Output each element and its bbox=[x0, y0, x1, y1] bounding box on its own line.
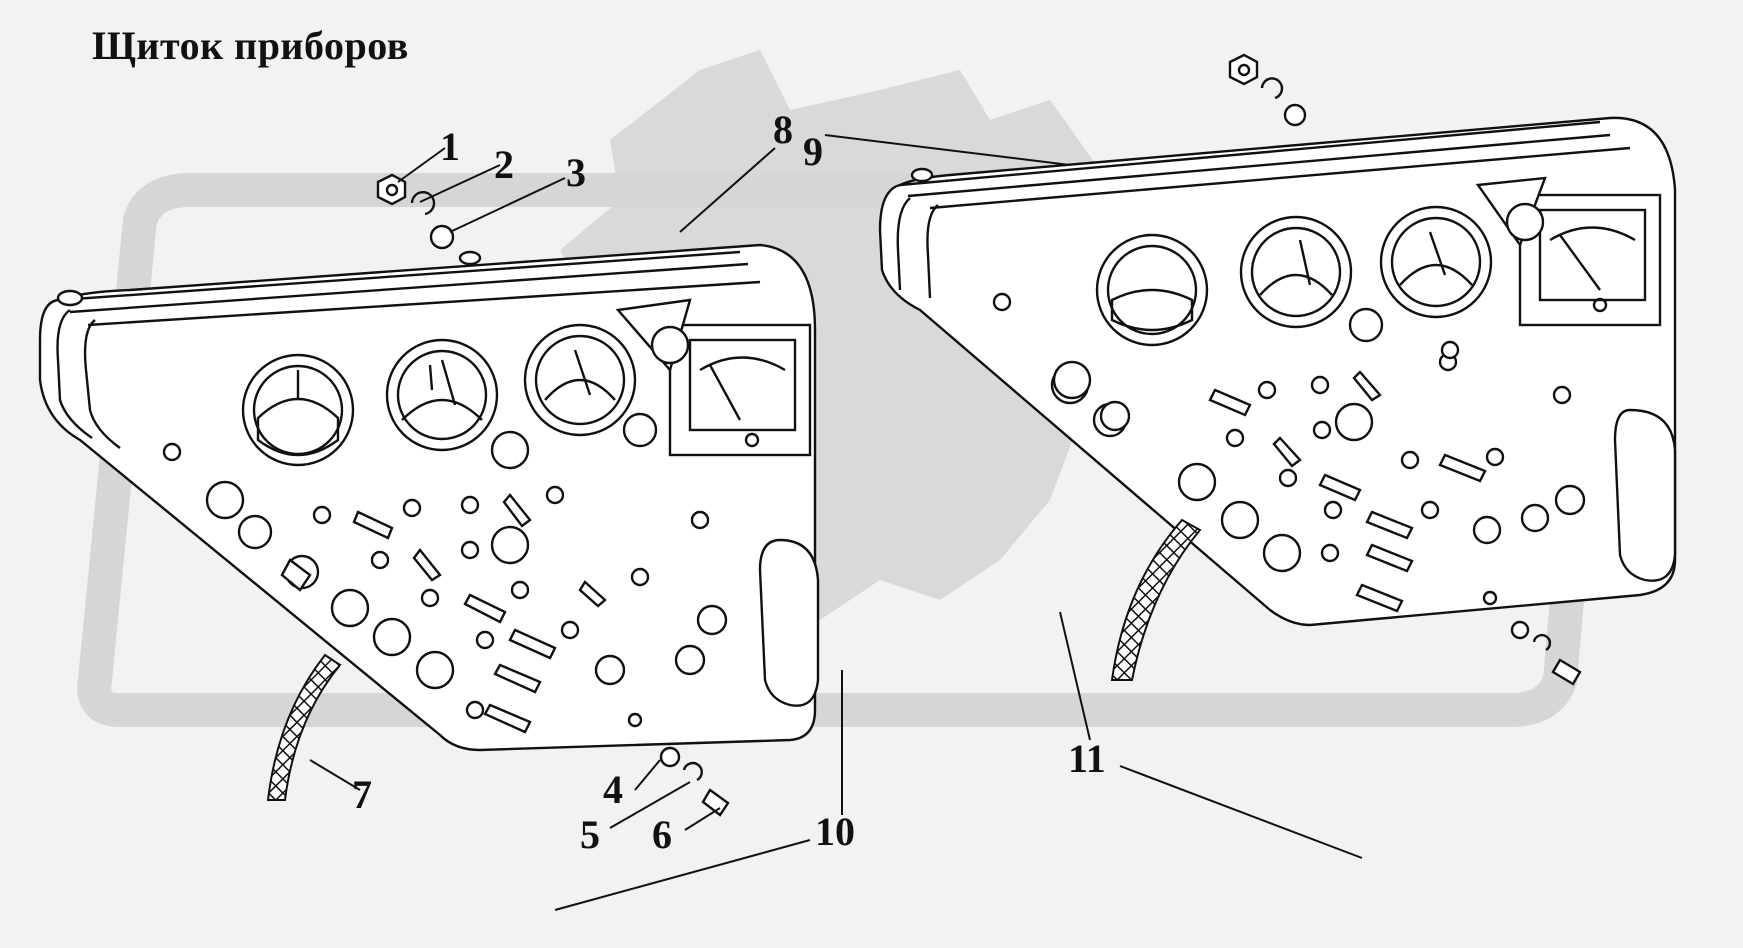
callout-3: 3 bbox=[566, 150, 586, 195]
gauge-2 bbox=[385, 338, 499, 452]
callout-10: 10 bbox=[815, 809, 855, 854]
handle-right bbox=[1554, 408, 1677, 582]
gauge-5 bbox=[1239, 215, 1353, 329]
fastener-set-bottom-right bbox=[1510, 620, 1582, 686]
callout-labels: 1 2 3 4 5 6 7 8 9 10 11 bbox=[352, 107, 1106, 857]
warning-lamp-right bbox=[1475, 176, 1547, 248]
fastener-set-bottom-left bbox=[659, 746, 730, 817]
callout-7: 7 bbox=[352, 772, 372, 817]
cable-right bbox=[1110, 518, 1202, 681]
controls-right bbox=[992, 292, 1572, 613]
leader-lines bbox=[309, 134, 1363, 911]
gauge-1 bbox=[241, 353, 355, 467]
callout-2: 2 bbox=[494, 142, 514, 187]
fastener-set-top-right bbox=[1228, 53, 1307, 127]
cable-left bbox=[266, 653, 342, 801]
instrument-panel-right bbox=[878, 53, 1677, 686]
callout-8: 8 bbox=[773, 107, 793, 152]
ammeter-left bbox=[668, 323, 812, 457]
callout-11: 11 bbox=[1068, 736, 1106, 781]
callout-9: 9 bbox=[803, 129, 823, 174]
handle-left bbox=[696, 538, 820, 707]
gauge-3 bbox=[523, 323, 637, 437]
gauge-4 bbox=[1095, 233, 1209, 347]
fastener-set-top-left bbox=[376, 173, 455, 250]
controls-left bbox=[162, 412, 710, 734]
callout-4: 4 bbox=[603, 767, 623, 812]
instrument-panel-left bbox=[38, 173, 820, 817]
warning-lamp-left bbox=[615, 298, 692, 373]
callout-1: 1 bbox=[440, 124, 460, 169]
callout-6: 6 bbox=[652, 812, 672, 857]
callout-5: 5 bbox=[580, 812, 600, 857]
gauge-6 bbox=[1379, 205, 1493, 319]
page-title: Щиток приборов bbox=[92, 23, 409, 68]
